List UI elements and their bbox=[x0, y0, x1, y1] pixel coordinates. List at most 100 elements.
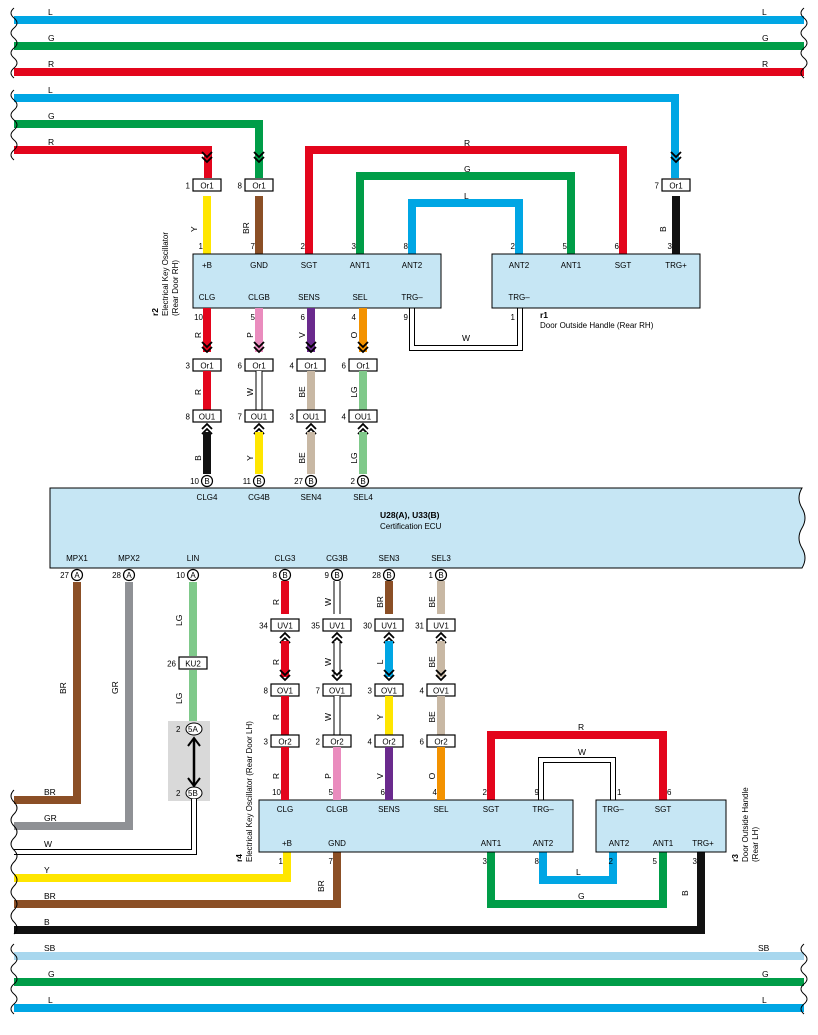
col-top-conn2-1-pin: 7 bbox=[238, 413, 243, 422]
wire-label-lin-a: LG bbox=[174, 615, 184, 626]
col-top-conn2-0-pin: 8 bbox=[186, 413, 191, 422]
ecu-top-pin-num-2: 27 bbox=[294, 477, 303, 486]
ecu-bottom-pin-0-circle bbox=[70, 568, 84, 582]
ecu-bottom-pin-name-4: CG3B bbox=[326, 554, 348, 563]
ecu-top-pin-name-0: CLG4 bbox=[197, 493, 218, 502]
r2-bottom-pin-num-3: 4 bbox=[352, 313, 357, 322]
r4-top-pin-name-0: CLG bbox=[277, 805, 293, 814]
wire-label-mpx2: GR bbox=[110, 681, 120, 694]
top-bus: L L G G R R bbox=[10, 7, 808, 79]
col-bot-label1-1: W bbox=[323, 598, 333, 606]
r4-top-pin-num-0: 10 bbox=[272, 788, 281, 797]
left-bus-label-br: BR bbox=[44, 787, 56, 797]
r3-door-outside-handle-lh: r3 Door Outside Handle (Rear LH) bbox=[595, 787, 760, 862]
r4-bottom-pin-name-0: +B bbox=[282, 839, 292, 848]
col-bot-conn1-3-box bbox=[426, 618, 456, 632]
feed-wire-g bbox=[14, 120, 263, 178]
ecu-top-pin-0-letter: B bbox=[204, 477, 209, 486]
r4-top-pin-name-1: CLGB bbox=[326, 805, 348, 814]
top-connector-1-code: Or1 bbox=[252, 182, 266, 191]
wire-label-br-gnd: BR bbox=[316, 880, 326, 892]
loop-label-l-lh: L bbox=[576, 867, 581, 877]
bus-top-label-l-right: L bbox=[762, 7, 767, 17]
wire-label-br: BR bbox=[241, 222, 251, 234]
col-bot-label4-2: V bbox=[375, 773, 385, 779]
col-bot-conn2-2-pin: 3 bbox=[368, 687, 373, 696]
ecu-top-pin-num-0: 10 bbox=[190, 477, 199, 486]
loop-label-r-lh: R bbox=[578, 722, 584, 732]
left-bus-label-gr: GR bbox=[44, 813, 57, 823]
lin-connector-code: KU2 bbox=[185, 660, 201, 669]
r3-top-pin-name-0: TRG– bbox=[602, 805, 624, 814]
col-bot-conn1-1-box bbox=[322, 618, 352, 632]
bus-bottom-label-g: G bbox=[48, 969, 55, 979]
col-bot-conn1-0-pin: 34 bbox=[259, 622, 268, 631]
break-mark-bottom-right bbox=[800, 943, 808, 1015]
col-bot-conn1-2-box bbox=[374, 618, 404, 632]
col-top-conn2-3-code: OU1 bbox=[355, 413, 372, 422]
col-top-conn2-2-pin: 3 bbox=[290, 413, 295, 422]
r4-top-pin-num-3: 4 bbox=[433, 788, 438, 797]
bottom-bus: SB SB G G L L bbox=[10, 943, 808, 1015]
col-bot-conn2-0-pin: 8 bbox=[264, 687, 269, 696]
r4-bottom-pin-name-2: ANT1 bbox=[481, 839, 502, 848]
wire-w-junction-fill bbox=[14, 799, 196, 854]
ecu-bottom-pin-name-6: SEL3 bbox=[431, 554, 451, 563]
loop-wire-l-ant2-lh bbox=[539, 852, 617, 884]
r2-bottom-pin-num-2: 6 bbox=[301, 313, 306, 322]
col-top-label-a-3: LG bbox=[349, 386, 359, 397]
r2-bottom-pin-name-0: CLG bbox=[199, 293, 215, 302]
r2-top-pin-num-4: 8 bbox=[404, 242, 409, 251]
col-bot-label2-3: BE bbox=[427, 656, 437, 668]
antenna-loops-lh: R W L G bbox=[487, 722, 667, 908]
lin-connector-pin: 26 bbox=[167, 660, 176, 669]
break-mark-top-left bbox=[10, 7, 18, 79]
r3-bottom-pin-name-2: TRG+ bbox=[692, 839, 714, 848]
ecu-bottom-pin-4-letter: B bbox=[334, 571, 339, 580]
ecu-bottom-pin-num-3: 8 bbox=[273, 571, 278, 580]
col-bot-conn3-0-pin: 3 bbox=[264, 738, 269, 747]
ecu-top-pin-2-circle bbox=[304, 474, 318, 488]
col-top-conn2-1-code: OU1 bbox=[251, 413, 268, 422]
col-top-conn1-0-code: Or1 bbox=[200, 362, 214, 371]
col-bot-label1-3: BE bbox=[427, 596, 437, 608]
r4-top-pin-name-5: TRG– bbox=[532, 805, 554, 814]
col-top-label-b-2: BE bbox=[297, 452, 307, 464]
r1-box bbox=[491, 253, 701, 309]
col-top-label-b-3: LG bbox=[349, 452, 359, 463]
bus-top-label-g-right: G bbox=[762, 33, 769, 43]
ecu-box bbox=[49, 487, 806, 569]
ecu-bottom-pin-name-1: MPX2 bbox=[118, 554, 140, 563]
feed-label-r: R bbox=[48, 137, 54, 147]
r3-code: r3 bbox=[730, 854, 740, 862]
wire-br-mpx1 bbox=[14, 582, 81, 804]
break-mark-bottom-left bbox=[10, 943, 18, 1015]
r4-bottom-pin-name-1: GND bbox=[328, 839, 346, 848]
r2-top-pin-name-1: GND bbox=[250, 261, 268, 270]
col-top-label-b-0: B bbox=[193, 455, 203, 461]
col-bot-chevron-down-0 bbox=[279, 669, 291, 682]
ecu-top-pin-3-circle bbox=[356, 474, 370, 488]
junction-5a-code: 5A bbox=[188, 725, 198, 734]
col-top-label-a-0: R bbox=[193, 389, 203, 395]
feed-wire-l bbox=[14, 94, 679, 178]
col-bot-conn1-2-pin: 30 bbox=[363, 622, 372, 631]
r3-box bbox=[595, 799, 727, 853]
antenna-loops-rh: R G L W bbox=[305, 138, 627, 351]
ecu-top-pin-2-letter: B bbox=[308, 477, 313, 486]
left-feed-wires: BR GR BR GR LG LG 5A 2 5B 2 W Y BR BR B … bbox=[10, 582, 705, 935]
r4-top-pin-num-2: 6 bbox=[381, 788, 386, 797]
col-bot-conn1-0-code: UV1 bbox=[277, 622, 293, 631]
wire-b-r3-trg bbox=[14, 852, 705, 934]
top-connector-2-pin: 7 bbox=[655, 182, 660, 191]
top-connector-2-code: Or1 bbox=[669, 182, 683, 191]
r2-top-pin-num-2: 2 bbox=[301, 242, 306, 251]
r2-top-pin-name-0: +B bbox=[202, 261, 212, 270]
r1-top-pin-name-3: TRG+ bbox=[665, 261, 687, 270]
col-top-label-b-1: Y bbox=[245, 455, 255, 461]
ecu-bottom-pin-0-letter: A bbox=[74, 571, 80, 580]
r2-down-label-2: V bbox=[297, 332, 307, 338]
col-top-conn1-1-code: Or1 bbox=[252, 362, 266, 371]
r2-top-pin-name-4: ANT2 bbox=[402, 261, 423, 270]
